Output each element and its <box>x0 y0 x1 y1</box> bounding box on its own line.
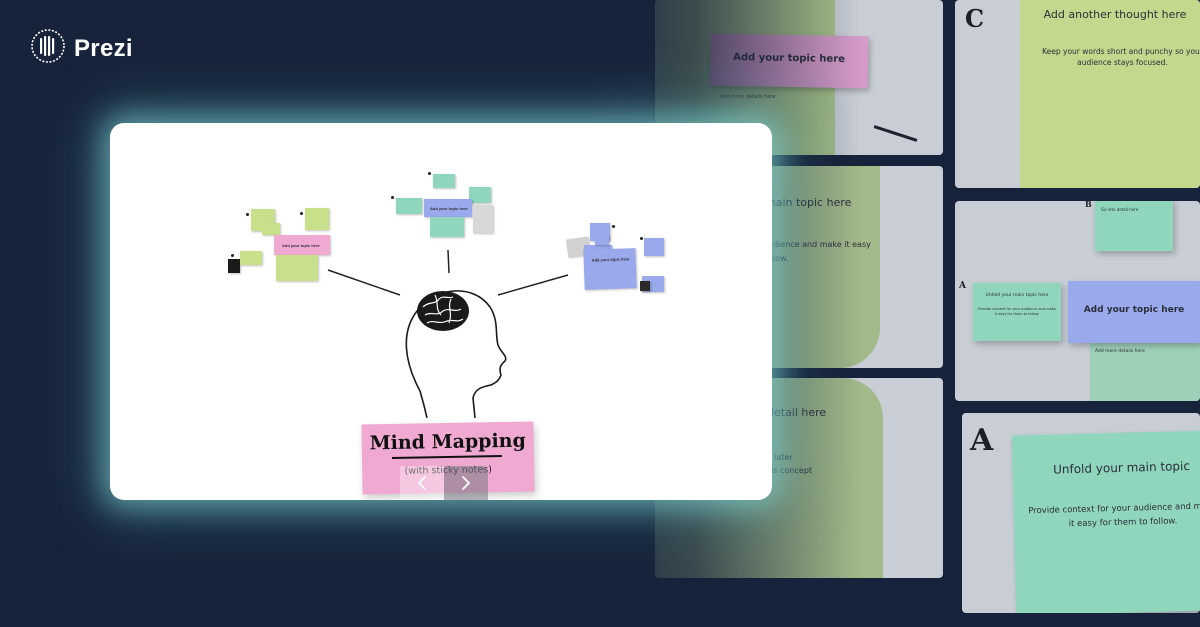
thumb-mid-right-letter-a: A <box>959 281 966 291</box>
thumb-bottom-left-title: detail here <box>767 406 827 419</box>
prezi-logo[interactable]: Prezi <box>30 28 133 69</box>
title-underline <box>391 455 502 459</box>
thumb-bottom-right-note: Unfold your main topic Provide context f… <box>1011 430 1200 613</box>
thumb-top-mid-detail: Add more details here <box>720 94 776 100</box>
chevron-right-icon <box>462 476 470 490</box>
thumb-bottom-right-letter: A <box>970 423 994 458</box>
thumb-mid-right-topic: Add your topic here <box>1083 305 1185 315</box>
thumb-top-right-letter: C <box>965 4 985 33</box>
next-slide-button[interactable] <box>444 466 488 500</box>
left-topic-note: Add your topic here <box>274 235 330 255</box>
sticky-note <box>469 187 491 203</box>
thumb-bottom-right[interactable]: A Unfold your main topic Provide context… <box>962 413 1200 613</box>
image-thumbnail <box>473 205 493 233</box>
thumb-mid-left-title: main topic here <box>765 196 852 209</box>
thumb-mid-right-small-title: Go into detail here <box>1101 207 1139 212</box>
sticky-note <box>262 223 280 235</box>
image-thumbnail <box>228 259 240 273</box>
thumb-top-right-body: Keep your words short and punchy so your… <box>1042 47 1200 68</box>
thumb-bottom-right-body: Provide context for your audience and ma… <box>1028 501 1200 529</box>
right-topic-note: Add your topic here <box>583 248 637 290</box>
thumb-mid-right-small-note: Go into detail here <box>1095 201 1173 251</box>
thumb-mid-right[interactable]: B Go into detail here A Unfold your main… <box>955 201 1200 401</box>
previous-slide-button[interactable] <box>400 466 444 500</box>
top-topic-note: Add your topic here <box>424 199 472 217</box>
sticky-note <box>430 217 464 237</box>
image-thumbnail <box>640 281 650 291</box>
main-slide-card[interactable]: Add your topic here Add your topic here … <box>110 123 772 500</box>
sticky-note <box>396 198 422 214</box>
sticky-note <box>240 251 262 265</box>
sticky-note <box>433 174 455 188</box>
chevron-left-icon <box>418 476 426 490</box>
sticky-note <box>644 238 664 256</box>
thumb-mid-right-topic-note: Add your topic here <box>1068 281 1200 343</box>
thumb-top-right[interactable]: C Add another thought here Keep your wor… <box>955 0 1200 188</box>
thumb-bottom-right-title: Unfold your main topic <box>1052 458 1191 477</box>
top-topic-label: Add your topic here <box>430 206 468 211</box>
thumb-top-right-title: Add another thought here <box>1043 8 1187 21</box>
thumb-top-mid-topic-note: Add your topic here <box>709 33 869 89</box>
sticky-note <box>305 208 329 230</box>
thumb-mid-right-left-note: Unfold your main topic here Provide cont… <box>973 283 1061 341</box>
slide-title: Mind Mapping <box>369 429 526 455</box>
thumb-mid-right-left-title: Unfold your main topic here <box>985 293 1049 298</box>
thumb-mid-right-detail: Add more details here <box>1095 349 1145 354</box>
thumb-mid-right-letter-b: B <box>1085 201 1092 209</box>
brand-name: Prezi <box>74 34 133 62</box>
sticky-note <box>276 255 318 281</box>
prezi-logo-icon <box>30 28 66 69</box>
thumb-mid-left-body: audience and make it easy follow. <box>763 240 871 264</box>
brain-head-illustration <box>405 290 507 419</box>
left-topic-label: Add your topic here <box>282 243 320 248</box>
sticky-note <box>595 235 609 245</box>
mind-map-branches <box>327 249 569 296</box>
thumb-top-mid-topic: Add your topic here <box>733 52 845 65</box>
right-topic-label: Add your topic here <box>591 256 630 263</box>
thumb-mid-right-left-body: Provide context for your audience and ma… <box>978 307 1056 316</box>
